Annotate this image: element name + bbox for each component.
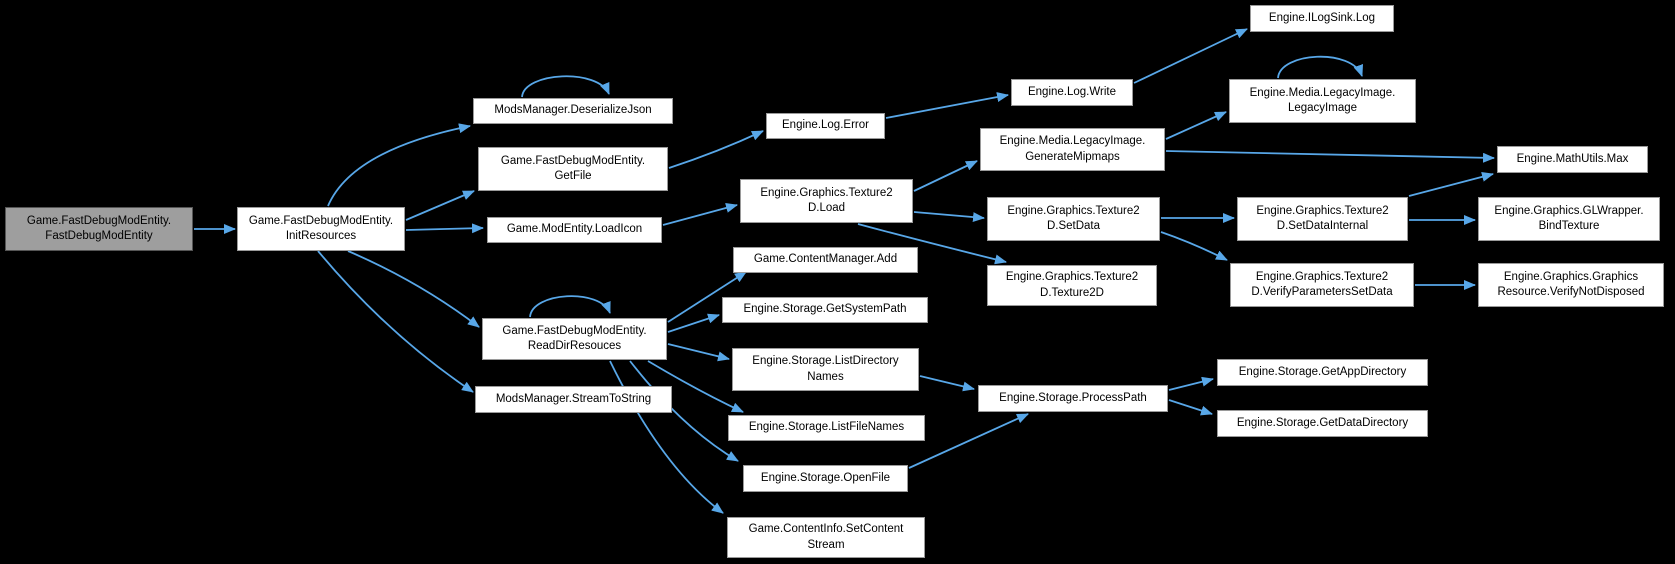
graph-node-set-content-stream[interactable]: Game.ContentInfo.SetContent Stream — [727, 517, 925, 558]
edge-read-dir-resouces-to-read-dir-resouces — [529, 295, 611, 318]
graph-node-texture2d-setdata[interactable]: Engine.Graphics.Texture2 D.SetData — [987, 197, 1160, 241]
edge-init-resources-to-read-dir-resouces — [347, 250, 480, 328]
edge-open-file-to-process-path — [908, 413, 1029, 469]
edge-init-resources-to-load-icon — [405, 223, 484, 234]
graph-node-mathutils-max[interactable]: Engine.MathUtils.Max — [1497, 146, 1648, 173]
edge-generate-mipmaps-to-mathutils-max — [1165, 150, 1495, 163]
edge-log-write-to-ilogsink-log — [1133, 28, 1248, 84]
edge-deserialize-json-to-deserialize-json — [521, 75, 610, 98]
edge-init-resources-to-stream-to-string — [317, 250, 474, 393]
graph-node-log-error[interactable]: Engine.Log.Error — [766, 113, 885, 139]
graph-node-verify-not-disposed[interactable]: Engine.Graphics.Graphics Resource.Verify… — [1478, 263, 1664, 307]
edge-read-dir-resouces-to-list-file-names — [647, 360, 744, 413]
edge-load-icon-to-texture2d-load — [662, 203, 738, 226]
graph-node-verify-parameters-setdata[interactable]: Engine.Graphics.Texture2 D.VerifyParamet… — [1230, 263, 1414, 307]
edge-get-file-to-log-error — [668, 130, 764, 169]
edge-legacy-image-ctor-to-legacy-image-ctor — [1277, 55, 1363, 79]
graph-node-load-icon[interactable]: Game.ModEntity.LoadIcon — [487, 217, 662, 243]
graph-node-deserialize-json[interactable]: ModsManager.DeserializeJson — [473, 98, 673, 124]
edge-generate-mipmaps-to-legacy-image-ctor — [1165, 111, 1227, 140]
graph-node-get-file[interactable]: Game.FastDebugModEntity. GetFile — [478, 147, 668, 191]
graph-node-ilogsink-log[interactable]: Engine.ILogSink.Log — [1250, 5, 1394, 32]
edge-init-resources-to-deserialize-json — [327, 123, 471, 207]
graph-node-glwrapper-bind-texture[interactable]: Engine.Graphics.GLWrapper. BindTexture — [1478, 197, 1660, 241]
graph-node-get-app-directory[interactable]: Engine.Storage.GetAppDirectory — [1217, 359, 1428, 386]
edge-texture2d-setdata-internal-to-mathutils-max — [1408, 171, 1494, 197]
edge-texture2d-setdata-to-verify-parameters-setdata — [1160, 231, 1228, 261]
graph-node-content-manager-add[interactable]: Game.ContentManager.Add — [733, 247, 918, 273]
edge-process-path-to-get-data-directory — [1168, 399, 1213, 416]
graph-node-init-resources[interactable]: Game.FastDebugModEntity. InitResources — [237, 207, 405, 251]
edge-init-resources-to-get-file — [405, 190, 475, 221]
edge-read-dir-resouces-to-get-system-path — [667, 313, 720, 333]
edge-read-dir-resouces-to-set-content-stream — [609, 360, 724, 514]
edge-process-path-to-get-app-directory — [1168, 376, 1214, 391]
graph-node-log-write[interactable]: Engine.Log.Write — [1011, 79, 1133, 106]
graph-node-texture2d-load[interactable]: Engine.Graphics.Texture2 D.Load — [740, 179, 913, 223]
graph-node-open-file[interactable]: Engine.Storage.OpenFile — [743, 465, 908, 492]
edge-log-error-to-log-write — [885, 92, 1009, 119]
graph-node-list-file-names[interactable]: Engine.Storage.ListFileNames — [728, 415, 925, 441]
edge-read-dir-resouces-to-content-manager-add — [667, 271, 747, 323]
edge-texture2d-load-to-generate-mipmaps — [913, 160, 978, 192]
edge-list-directory-names-to-process-path — [919, 375, 975, 392]
graph-node-get-system-path[interactable]: Engine.Storage.GetSystemPath — [722, 297, 928, 323]
graph-node-texture2d-setdata-internal[interactable]: Engine.Graphics.Texture2 D.SetDataIntern… — [1237, 197, 1408, 241]
graph-node-generate-mipmaps[interactable]: Engine.Media.LegacyImage. GenerateMipmap… — [980, 128, 1165, 171]
graph-node-legacy-image-ctor[interactable]: Engine.Media.LegacyImage. LegacyImage — [1229, 79, 1416, 123]
edge-texture2d-load-to-texture2d-setdata — [913, 211, 985, 223]
graph-node-list-directory-names[interactable]: Engine.Storage.ListDirectory Names — [732, 348, 919, 391]
graph-node-texture2d-ctor[interactable]: Engine.Graphics.Texture2 D.Texture2D — [987, 265, 1157, 306]
graph-node-read-dir-resouces[interactable]: Game.FastDebugModEntity. ReadDirResouces — [482, 318, 667, 360]
edge-read-dir-resouces-to-open-file — [629, 360, 739, 462]
graph-node-stream-to-string[interactable]: ModsManager.StreamToString — [475, 386, 672, 413]
edge-texture2d-load-to-texture2d-ctor — [857, 223, 1007, 265]
graph-node-process-path[interactable]: Engine.Storage.ProcessPath — [978, 385, 1168, 412]
graph-node-fast-debug-mod-entity-ctor[interactable]: Game.FastDebugModEntity. FastDebugModEnt… — [5, 207, 193, 251]
graph-node-get-data-directory[interactable]: Engine.Storage.GetDataDirectory — [1217, 410, 1428, 437]
edge-read-dir-resouces-to-list-directory-names — [667, 343, 730, 362]
